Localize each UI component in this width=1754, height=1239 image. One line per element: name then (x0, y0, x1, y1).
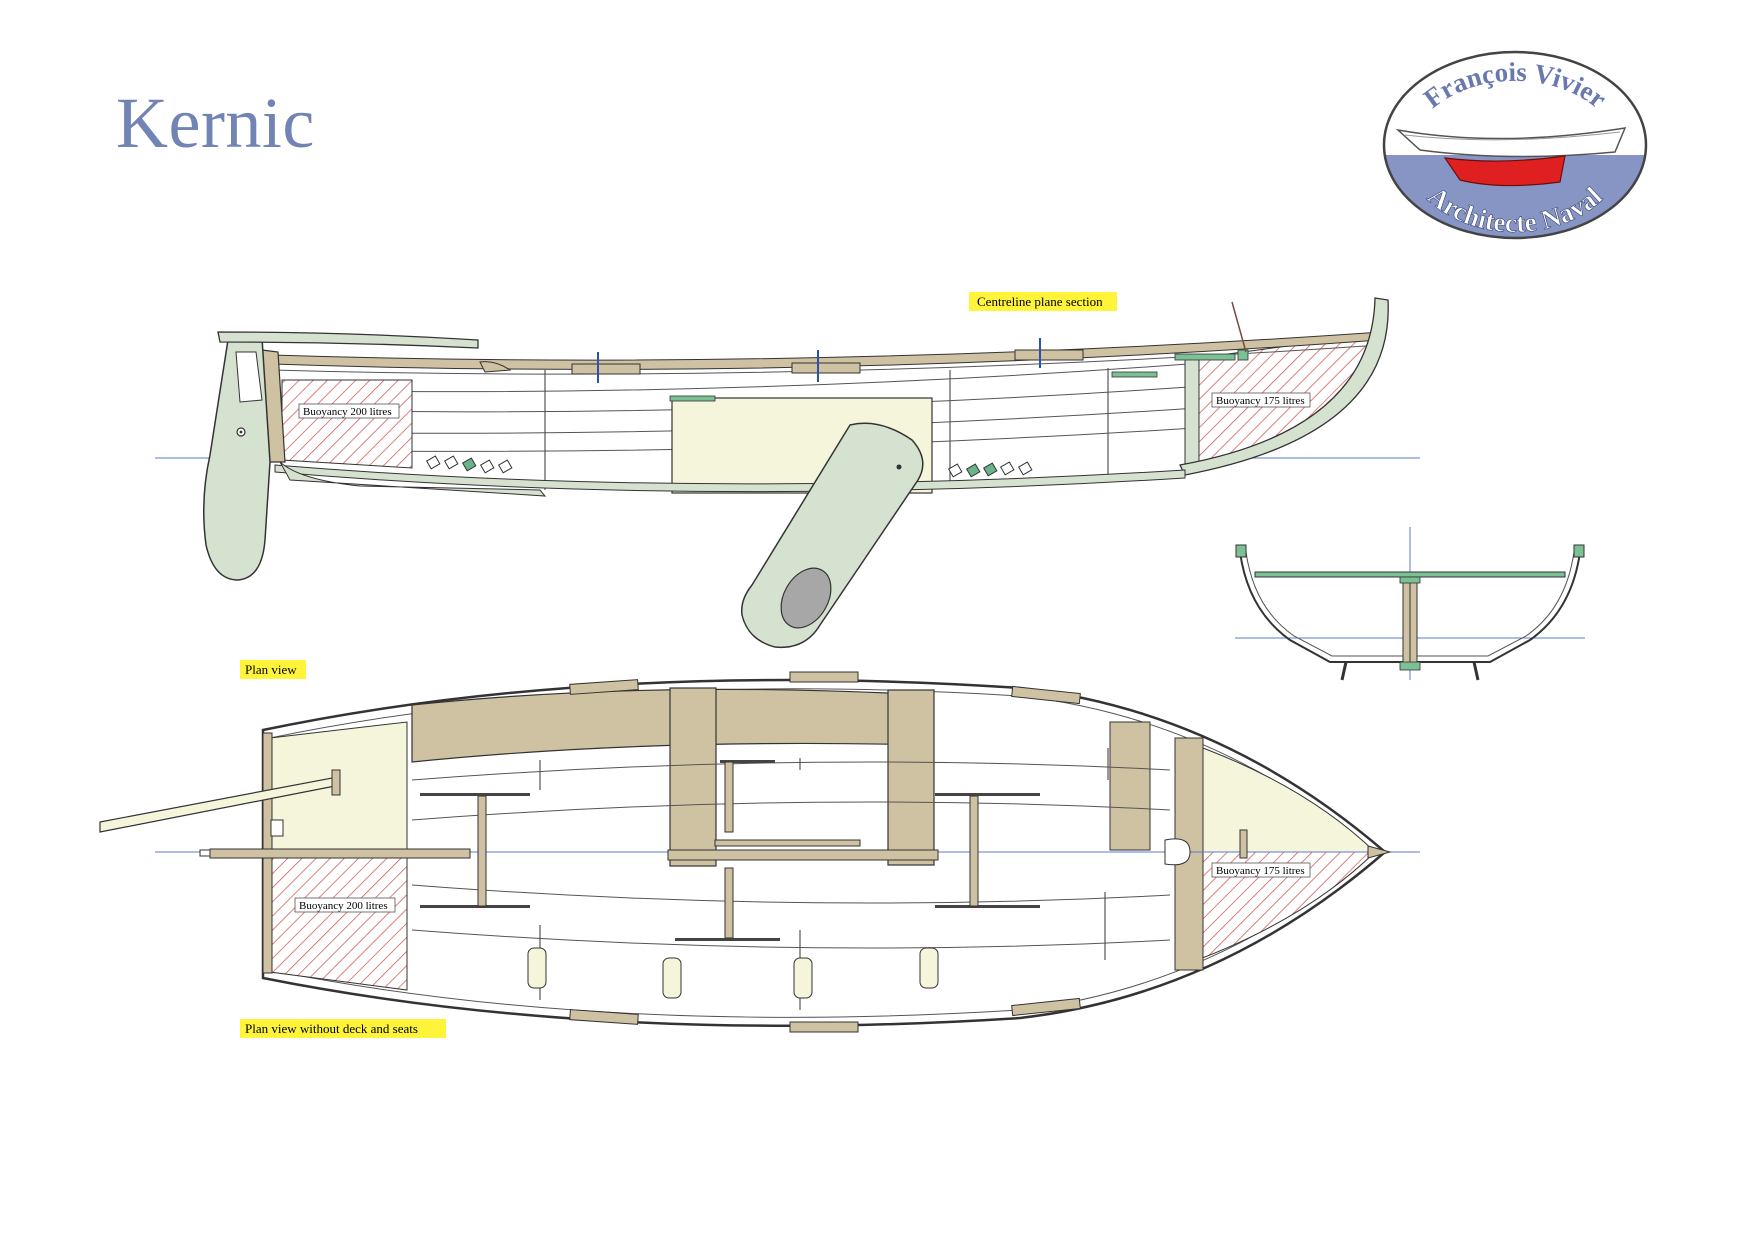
profile-view (155, 297, 1420, 649)
tiller (217, 331, 479, 349)
midship-section (1235, 527, 1585, 681)
svg-text:Plan view: Plan view (245, 662, 297, 677)
label-buoyancy-fwd-plan: Buoyancy 175 litres (1211, 862, 1311, 878)
svg-text:Plan view without deck and sea: Plan view without deck and seats (245, 1021, 418, 1036)
aft-buoyancy-tank (281, 379, 413, 469)
rudder (203, 337, 271, 581)
seat-left (669, 687, 717, 867)
page-title: Kernic (116, 83, 315, 163)
label-plan-view: Plan view (240, 660, 306, 679)
svg-text:Buoyancy 200 litres: Buoyancy 200 litres (299, 900, 388, 912)
svg-text:Centreline plane section: Centreline plane section (977, 294, 1103, 309)
plan-view (99, 671, 1420, 1033)
svg-text:Buoyancy 200 litres: Buoyancy 200 litres (303, 406, 392, 418)
label-buoyancy-fwd-profile: Buoyancy 175 litres (1211, 392, 1311, 408)
label-buoyancy-aft-profile: Buoyancy 200 litres (298, 403, 400, 419)
label-buoyancy-aft-plan: Buoyancy 200 litres (294, 897, 396, 913)
logo: François Vivier Architecte Naval (1382, 50, 1648, 240)
svg-text:Buoyancy 175 litres: Buoyancy 175 litres (1216, 395, 1305, 407)
seat-right (887, 689, 935, 866)
plan-buoyancy-aft (269, 852, 408, 991)
label-plan-view-no-deck: Plan view without deck and seats (240, 1019, 446, 1038)
svg-text:Buoyancy 175 litres: Buoyancy 175 litres (1216, 865, 1305, 877)
label-centreline: Centreline plane section (969, 292, 1117, 311)
